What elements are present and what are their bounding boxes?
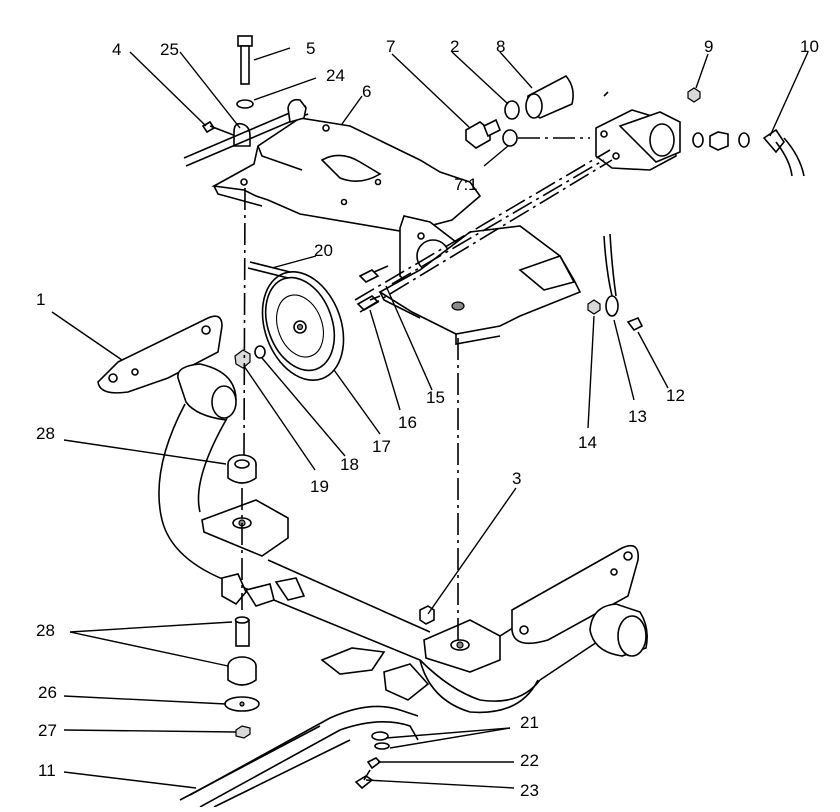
callout-20: 20 bbox=[314, 241, 333, 260]
callout-6: 6 bbox=[362, 82, 371, 101]
hardware bbox=[183, 35, 805, 790]
leader-lines bbox=[51, 47, 809, 789]
frame-assembly bbox=[97, 315, 648, 714]
callout-28: 28 bbox=[36, 424, 55, 443]
callout-12: 12 bbox=[666, 386, 685, 405]
callout-2: 2 bbox=[450, 37, 459, 56]
pulley bbox=[261, 270, 345, 382]
callout-11: 11 bbox=[38, 761, 56, 780]
center-lines bbox=[241, 137, 613, 640]
callout-14: 14 bbox=[578, 433, 597, 452]
callout-26: 26 bbox=[38, 683, 57, 702]
callout-21: 21 bbox=[520, 713, 539, 732]
callout-27: 27 bbox=[38, 721, 57, 740]
mounting-plate bbox=[211, 117, 482, 233]
callout-4: 4 bbox=[112, 40, 121, 59]
callout-labels: 1 2 3 4 5 6 7 7:1 8 9 10 11 12 13 14 15 … bbox=[36, 37, 819, 800]
callout-13: 13 bbox=[628, 407, 647, 426]
callout-16: 16 bbox=[398, 413, 417, 432]
callout-22: 22 bbox=[520, 751, 539, 770]
callout-7-1: 7:1 bbox=[454, 175, 478, 194]
callout-17: 17 bbox=[372, 437, 391, 456]
pulley-bracket bbox=[378, 215, 582, 345]
callout-19: 19 bbox=[310, 477, 329, 496]
callout-5: 5 bbox=[306, 39, 315, 58]
belt bbox=[247, 261, 291, 279]
callout-25: 25 bbox=[160, 40, 179, 59]
callout-23: 23 bbox=[520, 781, 539, 800]
callout-7: 7 bbox=[386, 37, 395, 56]
callout-8: 8 bbox=[496, 37, 505, 56]
callout-9: 9 bbox=[704, 37, 713, 56]
callout-3: 3 bbox=[512, 469, 521, 488]
skid-bar bbox=[179, 705, 419, 808]
callout-15: 15 bbox=[426, 388, 445, 407]
callout-10: 10 bbox=[800, 37, 819, 56]
callout-24: 24 bbox=[326, 66, 345, 85]
callout-18: 18 bbox=[340, 455, 359, 474]
callout-1: 1 bbox=[36, 290, 45, 309]
callout-28-lower: 28 bbox=[36, 621, 55, 640]
